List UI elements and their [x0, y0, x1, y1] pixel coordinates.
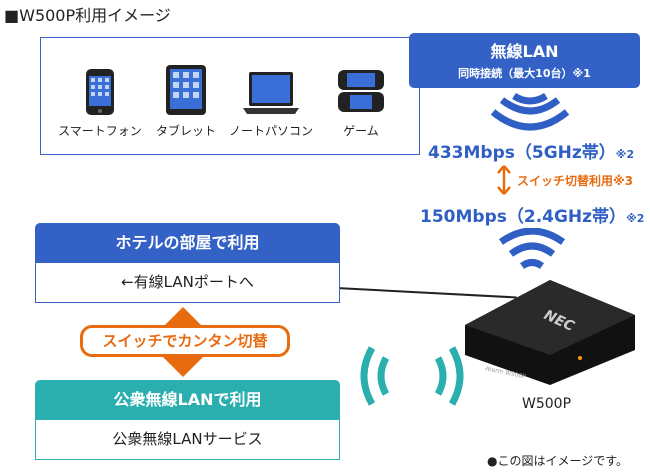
device-smartphone: スマートフォン [55, 68, 145, 139]
wireless-lan-subtitle: 同時接続（最大10台）※1 [458, 67, 591, 80]
device-game: ゲーム [316, 68, 406, 139]
device-label: ゲーム [343, 124, 379, 138]
switch-diamond [163, 307, 203, 377]
device-label: タブレット [155, 124, 216, 138]
game-console-icon [338, 70, 384, 112]
hotel-sub: ←有線LANポートへ [35, 263, 340, 303]
speed-5ghz: 433Mbps（5GHz帯）※2 [428, 143, 635, 163]
teal-wifi-waves-icon [360, 346, 464, 406]
wireless-lan-title: 無線LAN [490, 42, 559, 61]
wifi-waves-icon [490, 92, 570, 131]
public-header: 公衆無線LANで利用 [35, 380, 340, 420]
hotel-header: ホテルの部屋で利用 [35, 223, 340, 263]
double-arrow-icon [497, 165, 511, 195]
speed-24ghz: 150Mbps（2.4GHz帯）※2 [420, 207, 645, 227]
device-label: スマートフォン [58, 124, 142, 138]
image-note: ●この図はイメージです。 [487, 454, 629, 468]
devices-box: スマートフォン タブレット ノートパソコン ゲーム [40, 37, 420, 155]
device-tablet: タブレット [141, 65, 231, 139]
switch-pill: スイッチでカンタン切替 [80, 325, 290, 357]
page-title: ■W500P利用イメージ [4, 6, 171, 25]
router-device-image: NEC Aterm W500P [465, 280, 635, 385]
tablet-icon [166, 65, 206, 115]
wireless-lan-header: 無線LAN 同時接続（最大10台）※1 [409, 33, 640, 88]
router-label: W500P [522, 396, 572, 412]
wifi-waves-icon [498, 228, 566, 269]
device-label: ノートパソコン [228, 124, 313, 138]
switch-usage-label: スイッチ切替利用※3 [517, 174, 634, 188]
smartphone-icon [86, 69, 114, 115]
device-laptop: ノートパソコン [226, 68, 316, 139]
laptop-icon [243, 72, 299, 114]
public-sub: 公衆無線LANサービス [35, 420, 340, 460]
